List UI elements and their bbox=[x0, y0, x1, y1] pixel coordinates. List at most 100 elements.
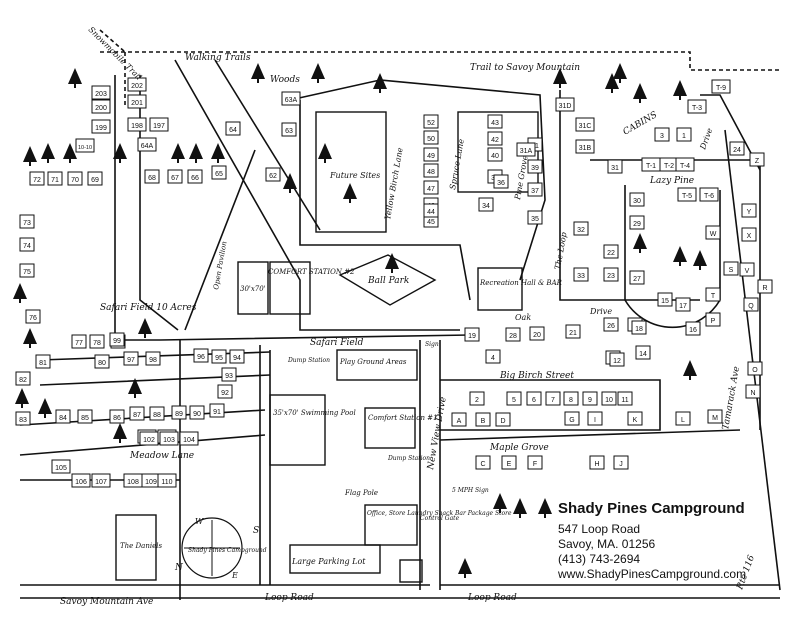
walking-trail-path bbox=[100, 51, 780, 71]
site-34: 34 bbox=[478, 197, 494, 212]
site-37: 37 bbox=[527, 182, 543, 197]
pine-tree-icon bbox=[633, 83, 647, 103]
site-label: P bbox=[711, 318, 716, 325]
site-T-9: T-9 bbox=[711, 79, 731, 94]
site-label: 71 bbox=[51, 177, 59, 184]
pine-tree-icon bbox=[343, 183, 357, 203]
site-48: 48 bbox=[423, 163, 439, 178]
road-loop-top bbox=[289, 79, 546, 281]
site-label: A bbox=[457, 418, 462, 425]
comfort-2-label: COMFORT STATION #2 bbox=[268, 268, 355, 276]
road-big-birch bbox=[440, 379, 661, 431]
site-B: B bbox=[475, 412, 491, 427]
site-label: 63 bbox=[285, 128, 293, 135]
pool-label: 35'x70' Swimming Pool bbox=[273, 409, 356, 417]
road-center-a bbox=[259, 345, 271, 585]
site-201: 201 bbox=[127, 94, 147, 109]
site-label: 10 bbox=[605, 397, 613, 404]
site-67: 67 bbox=[167, 169, 183, 184]
campground-name: Shady Pines Campground bbox=[558, 500, 745, 517]
site-47: 47 bbox=[423, 180, 439, 195]
site-label: 77 bbox=[75, 340, 83, 347]
site-label: 92 bbox=[221, 390, 229, 397]
site-K: K bbox=[627, 411, 643, 426]
road-maple bbox=[439, 429, 741, 441]
new-view-label: New View Drive bbox=[426, 396, 449, 471]
site-label: H bbox=[594, 461, 599, 468]
site-109: 109 bbox=[141, 473, 161, 488]
site-label: T-1 bbox=[646, 163, 656, 170]
site-label: 31A bbox=[520, 148, 533, 155]
pine-tree-icon bbox=[493, 493, 507, 513]
site-label: T-4 bbox=[680, 163, 690, 170]
site-26: 26 bbox=[603, 317, 619, 332]
site-29: 29 bbox=[629, 215, 645, 230]
pine-tree-icon bbox=[538, 498, 552, 518]
compass-w: W bbox=[195, 517, 204, 526]
future-sites-label: Future Sites bbox=[329, 171, 380, 180]
site-70: 70 bbox=[67, 171, 83, 186]
site-label: 19 bbox=[468, 333, 476, 340]
site-label: 64 bbox=[229, 127, 237, 134]
site-label: 197 bbox=[153, 123, 165, 130]
pine-tree-icon bbox=[613, 63, 627, 83]
site-label: 94 bbox=[233, 355, 241, 362]
pine-tree-icon bbox=[553, 68, 567, 88]
site-label: 52 bbox=[427, 120, 435, 127]
the-loop-label: The Loop bbox=[553, 232, 568, 271]
campground-website[interactable]: www.ShadyPinesCampground.com bbox=[558, 567, 747, 581]
site-81: 81 bbox=[35, 354, 51, 369]
site-label: 62 bbox=[269, 173, 277, 180]
site-label: 63A bbox=[285, 97, 298, 104]
site-L: L bbox=[675, 411, 691, 426]
recreation-hall-shape bbox=[477, 267, 523, 311]
site-label: 31 bbox=[611, 165, 619, 172]
site-76: 76 bbox=[25, 309, 41, 324]
site-label: 91 bbox=[213, 409, 221, 416]
site-label: 200 bbox=[95, 105, 107, 112]
site-label: 37 bbox=[531, 188, 539, 195]
site-103: 103 bbox=[159, 431, 179, 446]
pine-tree-icon bbox=[113, 423, 127, 443]
flag-pole-label: Flag Pole bbox=[344, 489, 378, 497]
site-label: 202 bbox=[131, 83, 143, 90]
site-label: 4 bbox=[491, 355, 495, 362]
site-3: 3 bbox=[654, 127, 670, 142]
pine-tree-icon bbox=[318, 143, 332, 163]
pine-tree-icon bbox=[23, 146, 37, 166]
site-label: 66 bbox=[191, 175, 199, 182]
site-40: 40 bbox=[487, 147, 503, 162]
pine-tree-icon bbox=[605, 73, 619, 93]
site-label: 109 bbox=[145, 479, 157, 486]
pine-tree-icon bbox=[15, 388, 29, 408]
site-42: 42 bbox=[487, 131, 503, 146]
site-82: 82 bbox=[15, 371, 31, 386]
site-20: 20 bbox=[529, 326, 545, 341]
pine-tree-icon bbox=[23, 328, 37, 348]
parking-lot-shape bbox=[289, 544, 381, 574]
site-label: 75 bbox=[23, 269, 31, 276]
site-110: 110 bbox=[157, 473, 177, 488]
site-label: 2 bbox=[475, 397, 479, 404]
site-5: 5 bbox=[506, 391, 522, 406]
site-14: 14 bbox=[635, 345, 651, 360]
site-label: 31B bbox=[579, 145, 592, 152]
site-label: 44 bbox=[427, 209, 435, 216]
site-95: 95 bbox=[211, 349, 227, 364]
site-C: C bbox=[475, 455, 491, 470]
site-69: 69 bbox=[87, 171, 103, 186]
site-label: 9 bbox=[588, 397, 592, 404]
site-label: 99 bbox=[113, 338, 121, 345]
site-52: 52 bbox=[423, 114, 439, 129]
site-23: 23 bbox=[603, 267, 619, 282]
meadow-lane-label: Meadow Lane bbox=[129, 451, 194, 461]
comfort-1-label: Comfort Station #1 bbox=[368, 414, 438, 422]
site-31C: 31C bbox=[575, 117, 595, 132]
sign-label: Sign bbox=[425, 341, 439, 348]
site-label: 11 bbox=[621, 397, 628, 404]
pine-tree-icon bbox=[38, 398, 52, 418]
pine-tree-icon bbox=[41, 143, 55, 163]
site-label: 31C bbox=[579, 123, 592, 130]
site-label: 36 bbox=[497, 180, 505, 187]
